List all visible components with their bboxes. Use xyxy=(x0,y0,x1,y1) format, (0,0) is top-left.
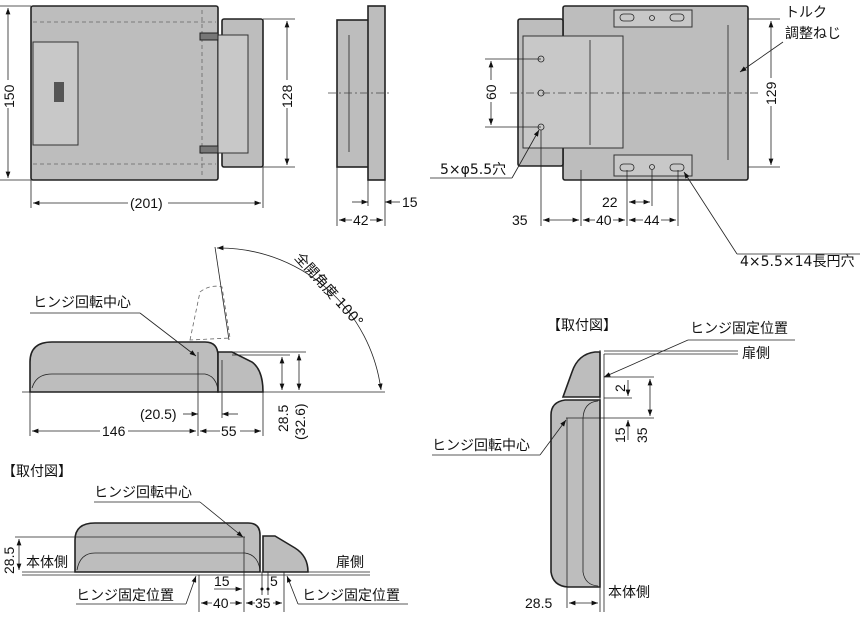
mount-h-dim-35: 35 xyxy=(255,595,271,611)
hinge-knuckle xyxy=(217,34,249,154)
dim-32-6: (32.6) xyxy=(292,403,308,440)
mount-v-dim-28-5: 28.5 xyxy=(525,595,552,611)
side-view: 15 42 xyxy=(328,5,418,228)
back-view: 60 129 トルク 調整ねじ 5×φ5.5穴 35 40 44 22 4×5.… xyxy=(430,5,860,270)
dim-20-5: (20.5) xyxy=(140,406,177,422)
mount-v-pivot-label: ヒンジ回転中心 xyxy=(432,438,530,454)
mount-h-door-part xyxy=(262,535,309,573)
torque-label-line1: トルク xyxy=(785,5,827,21)
slot-holes-label: 4×5.5×14長円穴 xyxy=(740,254,854,270)
mount-horizontal-view: 【取付図】 28.5 本体側 扉側 ヒンジ回転中心 15 5 40 35 ヒンジ… xyxy=(1,464,408,612)
open-door-part xyxy=(217,351,264,393)
side-body xyxy=(336,19,373,168)
mount-vertical-view: 【取付図】 扉側 ヒンジ固定位置 2 15 35 ヒンジ回転中心 本体側 28.… xyxy=(432,318,795,612)
torque-label-line2: 調整ねじ xyxy=(785,26,841,42)
dim-height: 150 xyxy=(1,84,17,108)
mount-h-dim-5: 5 xyxy=(270,573,278,589)
open-pivot-label: ヒンジ回転中心 xyxy=(33,295,131,311)
dim-flange: 15 xyxy=(402,194,418,210)
open-angle-label: 全開角度 100° xyxy=(291,249,367,330)
dim-width: (201) xyxy=(130,195,163,211)
mount-h-fix-left: ヒンジ固定位置 xyxy=(76,588,174,604)
dim-40: 40 xyxy=(596,212,612,228)
dim-35: 35 xyxy=(512,212,528,228)
mount-h-dim-40: 40 xyxy=(213,595,229,611)
dim-146: 146 xyxy=(102,423,126,439)
mount-h-pivot-label: ヒンジ回転中心 xyxy=(94,485,192,501)
open-body xyxy=(29,341,219,393)
open-view: 全開角度 100° ヒンジ回転中心 (20.5) 146 55 28.5 (32… xyxy=(22,245,385,440)
mount-h-title: 【取付図】 xyxy=(2,464,72,480)
dim-44: 44 xyxy=(644,212,660,228)
dim-28-5: 28.5 xyxy=(275,405,291,432)
mount-v-title: 【取付図】 xyxy=(547,318,617,334)
mount-v-door-part xyxy=(561,351,601,398)
dim-back-height: 129 xyxy=(763,81,779,105)
front-view: 150 128 (201) xyxy=(0,5,295,211)
mount-h-dim-28-5: 28.5 xyxy=(1,547,17,574)
round-holes-label: 5×φ5.5穴 xyxy=(440,162,506,178)
mount-h-fix-right: ヒンジ固定位置 xyxy=(302,588,400,604)
mount-v-dim-15: 15 xyxy=(612,427,628,443)
mount-h-body xyxy=(74,522,261,573)
dim-depth: 42 xyxy=(353,212,369,228)
mount-v-door-side: 扉側 xyxy=(742,346,770,362)
mount-v-fix-label: ヒンジ固定位置 xyxy=(690,321,788,337)
mount-v-dim-35: 35 xyxy=(634,427,650,443)
mount-h-body-side: 本体側 xyxy=(26,555,68,571)
mount-v-body xyxy=(550,399,601,588)
dim-hinge-height: 128 xyxy=(279,84,295,108)
dim-22: 22 xyxy=(602,194,618,210)
back-hinge-plate xyxy=(522,35,624,149)
mount-h-door-side: 扉側 xyxy=(336,555,364,571)
mount-h-dim-15: 15 xyxy=(214,573,230,589)
mount-v-dim-2: 2 xyxy=(612,384,628,392)
logo xyxy=(54,82,64,102)
dim-55: 55 xyxy=(221,423,237,439)
dim-hole-pitch: 60 xyxy=(483,84,499,100)
mount-v-body-side: 本体側 xyxy=(608,585,650,601)
